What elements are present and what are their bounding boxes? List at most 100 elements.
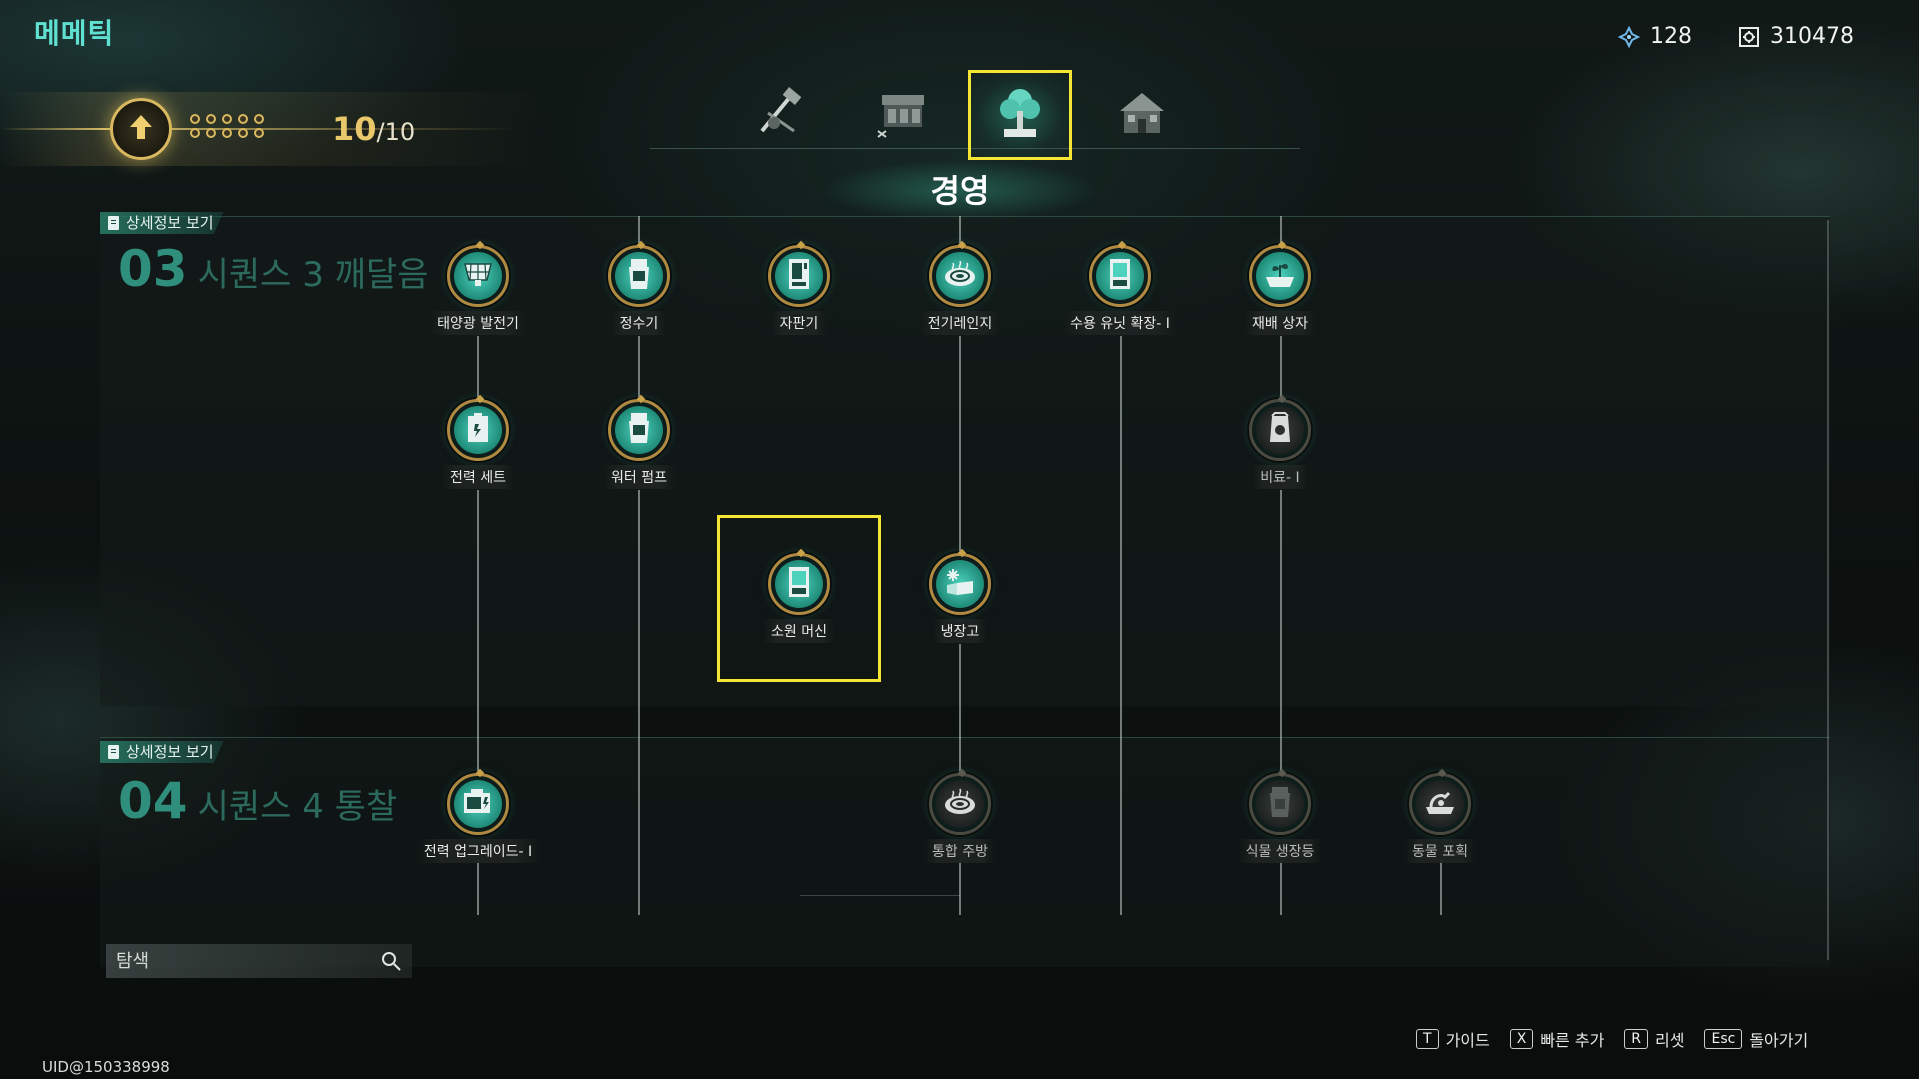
document-icon [108, 745, 119, 759]
user-id: UID@150338998 [42, 1058, 170, 1076]
tab-workbench[interactable] [852, 70, 956, 160]
tree-connector [477, 336, 479, 410]
tree-connector [477, 490, 479, 780]
node-fridge[interactable]: 냉장고 [890, 553, 1030, 643]
node-water-pump[interactable]: 워터 펌프 [569, 399, 709, 489]
fridge-icon [943, 567, 977, 601]
tree-connector [1120, 336, 1122, 915]
node-label: 동물 포획 [1404, 839, 1476, 863]
node-power-set[interactable]: 전력 세트 [408, 399, 548, 489]
currency-parts-value: 310478 [1770, 24, 1854, 49]
sequence-number: 03 [118, 240, 188, 298]
tree-connector [1280, 216, 1282, 246]
node-fertilizer[interactable]: 비료- Ⅰ [1210, 399, 1350, 489]
node-storage-expansion[interactable]: 수용 유닛 확장- Ⅰ [1050, 245, 1190, 335]
power-upgrade-icon [461, 787, 495, 821]
tab-crafting[interactable] [730, 70, 834, 160]
tree-connector [1280, 860, 1282, 915]
level-count: 10/10 [332, 110, 415, 148]
node-water-purifier[interactable]: 정수기 [569, 245, 709, 335]
scrollbar[interactable] [1827, 220, 1829, 960]
key-x: X [1509, 1029, 1534, 1049]
hint-label: 리셋 [1655, 1031, 1685, 1050]
arrow-up-icon [126, 112, 156, 146]
house-icon [1114, 87, 1170, 143]
gear-box-icon [1738, 26, 1760, 48]
electric-stove-icon [943, 259, 977, 293]
node-integrated-kitchen[interactable]: 통합 주방 [890, 773, 1030, 863]
detail-view-label: 상세정보 보기 [126, 743, 214, 761]
search-icon[interactable] [380, 950, 402, 972]
integrated-kitchen-icon [943, 787, 977, 821]
hint-quick-add[interactable]: X 빠른 추가 [1509, 1027, 1605, 1051]
key-hints: T 가이드 X 빠른 추가 R 리셋 Esc 돌아가기 [1416, 1027, 1808, 1051]
search-input[interactable] [116, 950, 380, 972]
sequence-name: 시퀀스 3 깨달음 [197, 255, 429, 295]
animal-trap-icon [1423, 787, 1457, 821]
water-pump-icon [625, 411, 653, 449]
sequence-number: 04 [118, 772, 188, 830]
tree-icon [992, 83, 1048, 147]
detail-view-button[interactable]: 상세정보 보기 [100, 212, 224, 234]
tree-connector [1280, 490, 1282, 775]
solar-panel-icon [461, 260, 495, 292]
crafting-tools-icon [754, 87, 810, 143]
shard-icon [1617, 25, 1641, 48]
plant-grow-light-icon [1266, 785, 1294, 823]
node-label: 재배 상자 [1244, 311, 1316, 335]
hint-label: 돌아가기 [1749, 1031, 1809, 1050]
sequence-name: 시퀀스 4 통찰 [197, 787, 398, 827]
node-label: 전기레인지 [919, 311, 1001, 335]
storage-unit-icon [1107, 257, 1133, 295]
hint-guide[interactable]: T 가이드 [1416, 1027, 1490, 1051]
node-plant-grow-light[interactable]: 식물 생장등 [1210, 773, 1350, 863]
highlight-box-wish-machine [717, 515, 881, 682]
node-label: 냉장고 [932, 619, 988, 643]
tree-connector [959, 336, 961, 564]
node-solar-panel[interactable]: 태양광 발전기 [408, 245, 548, 335]
sequence-heading: 04 시퀀스 4 통찰 [118, 772, 397, 830]
water-purifier-icon [625, 257, 653, 295]
level-current: 10 [332, 110, 377, 148]
node-animal-trap[interactable]: 동물 포획 [1370, 773, 1510, 863]
currency-parts: 310478 [1738, 24, 1854, 49]
currency-shards: 128 [1617, 24, 1692, 49]
node-label: 수용 유닛 확장- Ⅰ [1062, 311, 1178, 335]
hint-reset[interactable]: R 리셋 [1624, 1027, 1684, 1051]
key-t: T [1416, 1029, 1439, 1049]
tabs-divider [650, 148, 1300, 149]
node-planter-box[interactable]: 재배 상자 [1210, 245, 1350, 335]
tab-management[interactable] [968, 70, 1072, 160]
node-vending-machine[interactable]: 자판기 [729, 245, 869, 335]
wish-machine-icon [786, 565, 812, 603]
tree-connector [959, 860, 961, 915]
detail-view-button[interactable]: 상세정보 보기 [100, 741, 224, 763]
node-wish-machine[interactable]: 소원 머신 [729, 553, 869, 643]
page-title: 메메틱 [34, 17, 115, 50]
tree-connector [1280, 336, 1282, 410]
tree-connector [959, 644, 961, 774]
section-title-glow [820, 160, 1100, 220]
node-label: 전력 업그레이드- Ⅰ [415, 839, 541, 863]
key-r: R [1624, 1029, 1649, 1049]
tree-connector [477, 860, 479, 915]
hint-label: 가이드 [1445, 1031, 1490, 1050]
power-set-icon [464, 412, 492, 448]
hint-back[interactable]: Esc 돌아가기 [1704, 1027, 1808, 1051]
tree-connector [638, 336, 640, 410]
node-label: 식물 생장등 [1237, 839, 1323, 863]
tree-connector [638, 490, 640, 915]
node-label: 정수기 [611, 311, 667, 335]
tab-housing[interactable] [1090, 70, 1194, 160]
node-electric-stove[interactable]: 전기레인지 [890, 245, 1030, 335]
key-esc: Esc [1704, 1029, 1743, 1049]
node-label: 전력 세트 [442, 465, 514, 489]
search-bar[interactable] [106, 944, 412, 978]
level-emblem [110, 98, 172, 160]
node-power-upgrade[interactable]: 전력 업그레이드- Ⅰ [408, 773, 548, 863]
node-label: 소원 머신 [763, 619, 835, 643]
sequence-heading: 03 시퀀스 3 깨달음 [118, 240, 429, 298]
hint-label: 빠른 추가 [1540, 1031, 1605, 1050]
tree-connector [959, 216, 961, 246]
tree-connector [1440, 860, 1442, 915]
